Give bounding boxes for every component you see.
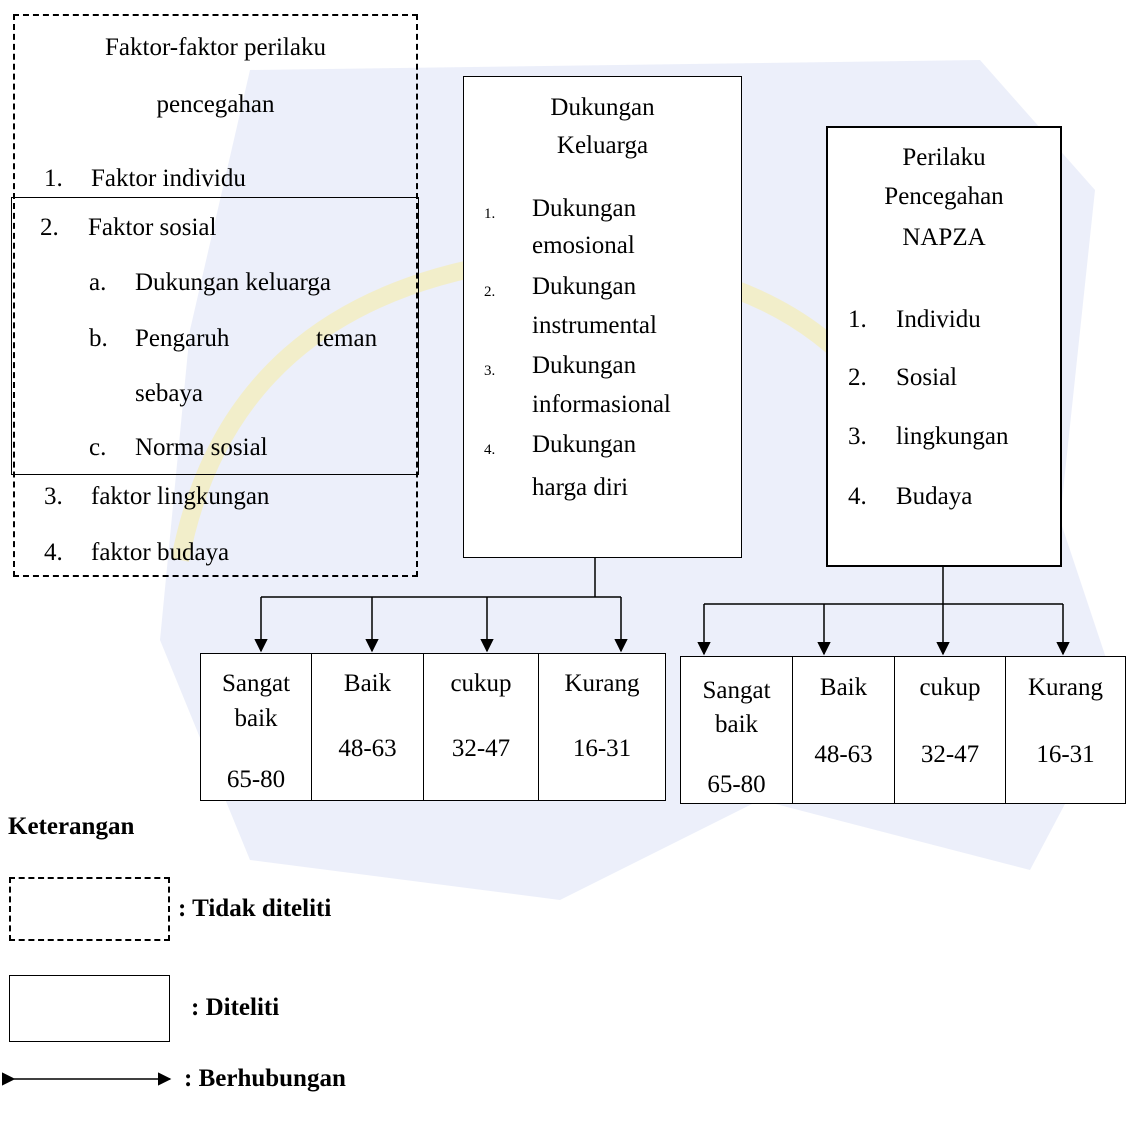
legend-dashed-box-sample [9, 877, 170, 941]
factor-item-3-number: 3. [44, 483, 63, 510]
napza-item-3-number: 3. [848, 423, 867, 450]
right-cell-1-line1: Sangat [702, 677, 771, 704]
left-cell-3-range: 32-47 [451, 735, 511, 762]
support-item-4-number: 4. [484, 442, 496, 458]
left-category-cell-3: cukup 32-47 [423, 653, 539, 801]
left-cell-2-range: 48-63 [338, 735, 397, 762]
social-factor-box-studied [11, 197, 419, 475]
left-cell-1-line2: baik [234, 705, 278, 732]
right-category-cell-3: cukup 32-47 [894, 656, 1006, 804]
right-cell-1-line2: baik [714, 711, 759, 738]
factor-item-3: faktor lingkungan [91, 483, 270, 510]
factor-item-1: Faktor individu [91, 165, 246, 192]
support-item-3-line2: informasional [532, 391, 671, 418]
sub-item-b-word2: teman [316, 325, 378, 352]
legend-solid-box-sample [9, 975, 170, 1042]
right-cell-3-label: cukup [919, 674, 981, 701]
legend-related-label: : Berhubungan [184, 1065, 346, 1092]
sub-item-b-word1: Pengaruh [135, 325, 230, 352]
family-support-title-line2: Keluarga [556, 132, 649, 159]
factors-title-line2: pencegahan [156, 91, 275, 118]
support-item-3-number: 3. [484, 363, 496, 379]
napza-item-1: Individu [896, 306, 981, 333]
support-item-4-line1: Dukungan [532, 431, 637, 458]
napza-item-2: Sosial [896, 364, 958, 391]
support-item-2-number: 2. [484, 284, 496, 300]
right-category-cell-4: Kurang 16-31 [1005, 656, 1126, 804]
left-cell-4-range: 16-31 [572, 735, 632, 762]
right-cell-4-range: 16-31 [1036, 741, 1095, 768]
sub-item-b-continuation: sebaya [135, 380, 204, 407]
factor-item-2-number: 2. [40, 214, 59, 241]
sub-item-c-letter: c. [89, 434, 107, 461]
legend-studied-label: : Diteliti [191, 994, 280, 1021]
legend-title: Keterangan [8, 813, 135, 840]
napza-title-line3: NAPZA [902, 224, 986, 251]
factor-item-1-number: 1. [44, 165, 63, 192]
left-cell-2-label: Baik [343, 670, 392, 697]
right-category-cell-1: Sangat baik 65-80 [680, 656, 793, 804]
sub-item-b-letter: b. [89, 325, 108, 352]
left-cell-4-label: Kurang [564, 670, 640, 697]
napza-item-2-number: 2. [848, 364, 867, 391]
factors-title-line1: Faktor-faktor perilaku [105, 34, 326, 61]
napza-prevention-box [826, 126, 1062, 567]
right-cell-1-range: 65-80 [707, 771, 766, 798]
left-cell-3-label: cukup [450, 670, 512, 697]
right-cell-3-range: 32-47 [920, 741, 980, 768]
factors-box-not-studied [13, 14, 418, 577]
factor-item-4-number: 4. [44, 539, 63, 566]
napza-item-1-number: 1. [848, 306, 867, 333]
left-cell-1-range: 65-80 [226, 766, 286, 793]
napza-title-line2: Pencegahan [884, 183, 1004, 210]
napza-title-line1: Perilaku [902, 144, 986, 171]
napza-item-4-number: 4. [848, 483, 867, 510]
family-support-title-line1: Dukungan [550, 94, 655, 121]
support-item-1-number: 1. [484, 206, 496, 222]
napza-item-3: lingkungan [896, 423, 1009, 450]
sub-item-a: Dukungan keluarga [135, 269, 332, 296]
left-category-cell-2: Baik 48-63 [311, 653, 424, 801]
sub-item-a-letter: a. [89, 269, 107, 296]
right-cell-2-label: Baik [819, 674, 868, 701]
right-cell-4-label: Kurang [1028, 674, 1103, 701]
sub-item-c: Norma sosial [135, 434, 268, 461]
legend-not-studied-label: : Tidak diteliti [178, 895, 332, 922]
right-cell-2-range: 48-63 [814, 741, 873, 768]
support-item-1-line1: Dukungan [532, 195, 637, 222]
factor-item-4: faktor budaya [91, 539, 230, 566]
support-item-1-line2: emosional [532, 232, 635, 259]
napza-item-4: Budaya [896, 483, 973, 510]
support-item-4-line2: harga diri [532, 474, 629, 501]
left-category-cell-1: Sangat baik 65-80 [200, 653, 312, 801]
family-support-box [463, 76, 742, 558]
support-item-2-line2: instrumental [532, 312, 657, 339]
support-item-2-line1: Dukungan [532, 273, 637, 300]
left-cell-1-line1: Sangat [221, 670, 291, 697]
right-category-cell-2: Baik 48-63 [792, 656, 895, 804]
left-category-cell-4: Kurang 16-31 [538, 653, 666, 801]
support-item-3-line1: Dukungan [532, 352, 637, 379]
factor-item-2: Faktor sosial [88, 214, 217, 241]
